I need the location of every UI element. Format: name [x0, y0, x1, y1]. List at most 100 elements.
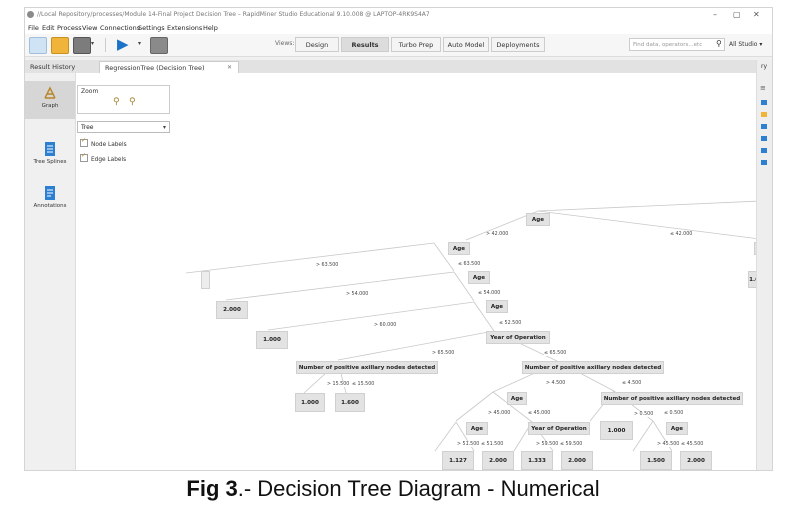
mode-select[interactable]: Tree ▾: [77, 121, 170, 133]
figure-caption: Fig 3.- Decision Tree Diagram - Numerica…: [0, 476, 786, 502]
tree-leaf-2000-c[interactable]: 2.000: [561, 451, 593, 470]
app-logo-icon: [27, 11, 34, 18]
tree-node-positive-nodes-1[interactable]: Number of positive axillary nodes detect…: [296, 361, 438, 374]
run-icon[interactable]: ▶: [117, 35, 129, 53]
edge-labels-label: Edge Labels: [91, 157, 127, 163]
edge-labels-checkbox[interactable]: Edge Labels: [80, 152, 127, 163]
edge-label: ≤ 59.500: [560, 442, 583, 447]
tree-node-positive-nodes-2[interactable]: Number of positive axillary nodes detect…: [522, 361, 664, 374]
tree-leaf-2000-a[interactable]: 2.000: [216, 301, 248, 319]
node-labels-checkbox[interactable]: Node Labels: [80, 137, 127, 148]
repo-folder-icon[interactable]: [761, 112, 767, 117]
run-dropdown-icon[interactable]: ▾: [138, 40, 142, 47]
stop-icon[interactable]: [150, 37, 168, 54]
tab-turbo-prep[interactable]: Turbo Prep: [391, 37, 441, 52]
tree-leaf-1333[interactable]: 1.333: [521, 451, 553, 470]
tab-auto-model[interactable]: Auto Model: [443, 37, 489, 52]
panel-menu-icon[interactable]: ≡: [760, 84, 766, 92]
edge-label: ≤ 42.000: [670, 232, 693, 237]
open-folder-icon[interactable]: [51, 37, 69, 54]
edge-label: > 63.500: [316, 263, 339, 268]
menu-help[interactable]: Help: [203, 24, 218, 32]
results-tab-bar: Result History RegressionTree (Decision …: [25, 60, 772, 73]
edge-label: ≤ 45.500: [681, 442, 704, 447]
zoom-in-icon[interactable]: ⚲: [113, 97, 120, 107]
edge-label: > 4.500: [546, 381, 566, 386]
repo-item-icon[interactable]: [761, 160, 767, 165]
tree-node-offscreen[interactable]: [201, 271, 210, 289]
tab-deployments[interactable]: Deployments: [491, 37, 545, 52]
figure-caption-text: .- Decision Tree Diagram - Numerical: [237, 476, 600, 501]
search-scope-select[interactable]: All Studio ▾: [729, 41, 763, 48]
tree-node-right[interactable]: Nu: [754, 242, 756, 255]
repo-item-icon[interactable]: [761, 124, 767, 129]
tab-regression-tree[interactable]: RegressionTree (Decision Tree) ✕: [99, 61, 239, 73]
graph-icon: [44, 86, 56, 99]
save-dropdown-icon[interactable]: ▾: [91, 40, 95, 47]
minimize-button[interactable]: –: [713, 10, 717, 19]
tab-results[interactable]: Results: [341, 37, 389, 52]
close-tab-icon[interactable]: ✕: [226, 64, 232, 71]
edge-label: ≤ 63.500: [458, 262, 481, 267]
view-tree-splines-label: Tree Splines: [33, 159, 67, 165]
view-annotations-button[interactable]: Annotations: [25, 185, 75, 209]
tree-canvas[interactable]: Age Age Nu 1.667 Age Age 2.000 1.000 Yea…: [76, 73, 756, 470]
tree-leaf-2000-b[interactable]: 2.000: [482, 451, 514, 470]
checkbox-checked-icon: [80, 152, 88, 162]
menu-file[interactable]: File: [28, 24, 39, 32]
edge-label: > 60.000: [374, 323, 397, 328]
edge-label: ≤ 15.500: [352, 382, 375, 387]
tab-design[interactable]: Design: [295, 37, 339, 52]
tree-leaf-1127[interactable]: 1.127: [442, 451, 474, 470]
menu-process[interactable]: Process: [57, 24, 82, 32]
repo-item-icon[interactable]: [761, 148, 767, 153]
tree-leaf-2000-d[interactable]: 2.000: [680, 451, 712, 470]
node-labels-label: Node Labels: [91, 142, 127, 148]
edge-label: > 65.500: [432, 351, 455, 356]
new-process-icon[interactable]: [29, 37, 47, 54]
edge-label: ≤ 51.500: [481, 442, 504, 447]
view-tree-splines-button[interactable]: Tree Splines: [25, 141, 75, 165]
tree-leaf-1500[interactable]: 1.500: [640, 451, 672, 470]
maximize-button[interactable]: ▢: [733, 10, 741, 19]
edge-label: ≤ 65.500: [544, 351, 567, 356]
menu-connections[interactable]: Connections: [100, 24, 141, 32]
view-selector-panel: Graph Tree Splines Annotations: [25, 73, 76, 470]
tab-result-history[interactable]: Result History: [25, 61, 97, 73]
tree-node-positive-nodes-3[interactable]: Number of positive axillary nodes detect…: [601, 392, 743, 405]
tree-node-age-4[interactable]: Age: [486, 300, 508, 313]
tree-node-age-5[interactable]: Age: [507, 392, 527, 405]
toolbar: ▾ ▶ ▾ Views: Design Results Turbo Prep A…: [25, 34, 772, 57]
edge-label: ≤ 0.500: [664, 411, 684, 416]
repo-item-icon[interactable]: [761, 100, 767, 105]
tree-node-year-of-operation-2[interactable]: Year of Operation: [528, 422, 590, 435]
tree-node-root[interactable]: Age: [526, 213, 550, 226]
annotations-icon: [45, 186, 55, 200]
tree-node-age-3[interactable]: Age: [468, 271, 490, 284]
close-window-button[interactable]: ✕: [753, 10, 760, 19]
view-graph-button[interactable]: Graph: [25, 81, 75, 119]
save-icon[interactable]: [73, 37, 91, 54]
tree-node-age-2[interactable]: Age: [448, 242, 470, 255]
toolbar-separator: [105, 38, 106, 52]
tree-edges: [185, 200, 756, 452]
tree-leaf-1000-c[interactable]: 1.000: [600, 421, 633, 440]
tree-node-year-of-operation-1[interactable]: Year of Operation: [486, 331, 550, 344]
tree-node-age-6[interactable]: Age: [466, 422, 488, 435]
repo-item-icon[interactable]: [761, 136, 767, 141]
menu-edit[interactable]: Edit: [42, 24, 55, 32]
menu-extensions[interactable]: Extensions: [167, 24, 203, 32]
search-icon[interactable]: ⚲: [716, 39, 722, 48]
edge-label: > 0.500: [634, 412, 654, 417]
tree-leaf-1000-a[interactable]: 1.000: [256, 331, 288, 349]
tree-leaf-1000-b[interactable]: 1.000: [295, 393, 325, 412]
search-input[interactable]: Find data, operators...etc: [629, 38, 725, 51]
tree-node-age-7[interactable]: Age: [666, 422, 688, 435]
menu-settings[interactable]: Settings: [138, 24, 165, 32]
menu-view[interactable]: View: [82, 24, 98, 32]
tree-leaf-1667[interactable]: 1.667: [748, 271, 756, 288]
right-panel-tab[interactable]: ry: [761, 63, 768, 70]
zoom-out-icon[interactable]: ⚲: [129, 97, 136, 107]
tree-leaf-1600[interactable]: 1.600: [335, 393, 365, 412]
menu-bar: File Edit Process View Connections Setti…: [25, 22, 772, 34]
